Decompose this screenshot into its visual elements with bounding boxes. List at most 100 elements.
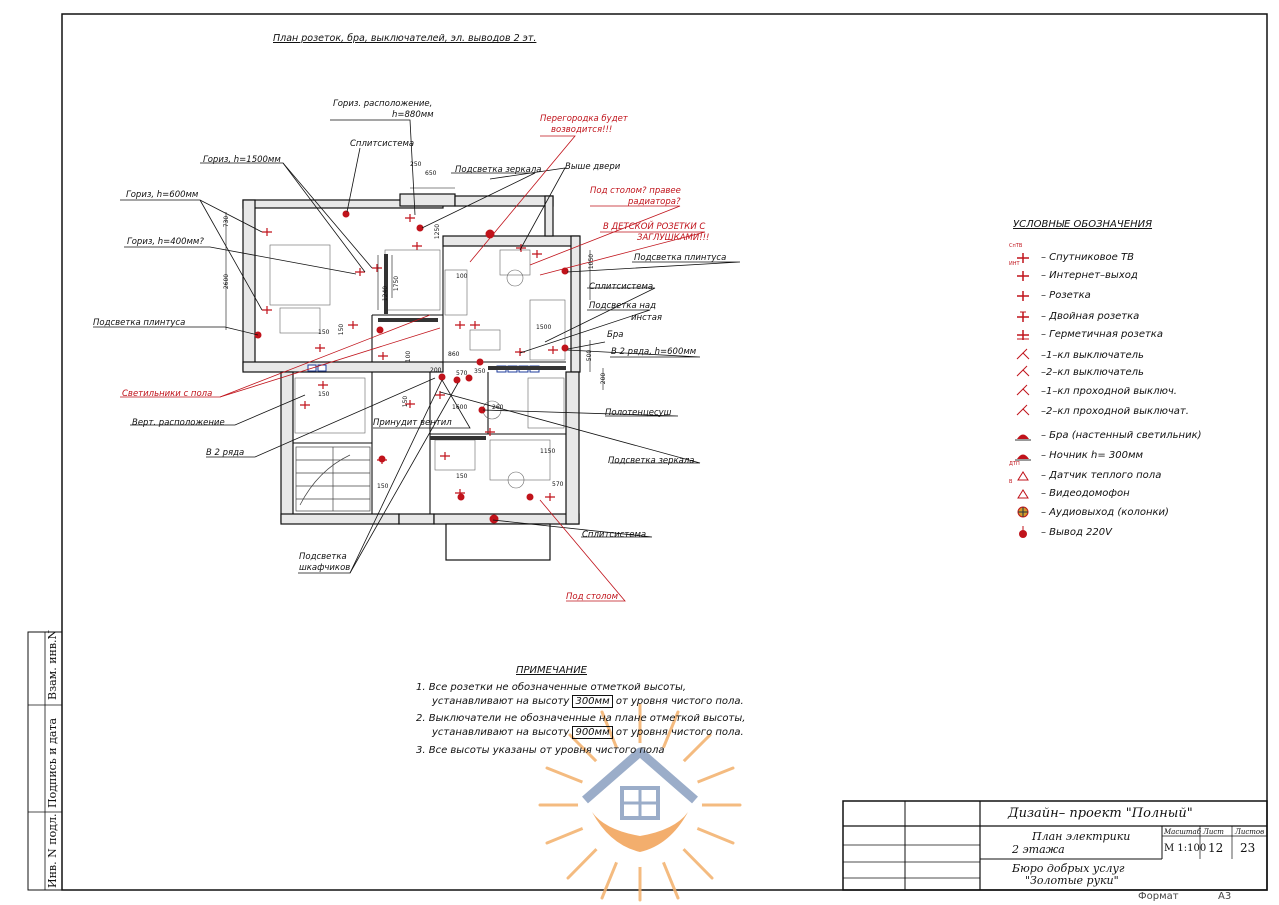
legend-item-label: – Интернет–выход: [1041, 269, 1138, 281]
sheets-total: 23: [1240, 841, 1256, 855]
label-under-table-q2: радиатора?: [628, 197, 681, 207]
note-2b: устанавливают на высоту 900мм от уровня …: [432, 726, 744, 739]
legend-item: ДТП – Датчик теплого пола: [1009, 461, 1162, 482]
dim-1240: 1240: [382, 285, 390, 302]
legend-item-label: – Бра (настенный светильник): [1041, 429, 1202, 441]
dim-200-b: 200: [430, 367, 442, 374]
title-block-frame: [842, 800, 1268, 891]
label-mirror-light-1: Подсветка зеркала: [455, 165, 542, 175]
note-1b-height: 300мм: [572, 695, 613, 708]
legend-item: – Розетка: [1013, 288, 1091, 302]
legend-item-label: –1–кл проходной выключ.: [1041, 385, 1177, 397]
note-2b-height: 900мм: [572, 726, 613, 739]
label-partition-2: возводится!!!: [551, 125, 613, 135]
label-bra: Бра: [607, 330, 624, 340]
label-cabinet-light: Подсветка: [299, 552, 347, 562]
dimension-lines: [225, 187, 604, 390]
double-outlet-icon: [1013, 309, 1033, 323]
legend-item-label: –1–кл выключатель: [1041, 349, 1144, 361]
label-horiz-600: Гориз, h=600мм: [126, 190, 199, 200]
pass-switch-2-icon: [1013, 404, 1033, 418]
note-3: 3. Все высоты указаны от уровня чистого …: [416, 745, 665, 756]
dim-860: 860: [448, 351, 460, 358]
audio-output-icon: [1013, 505, 1033, 519]
legend-item: – Ночник h= 300мм: [1013, 448, 1143, 462]
dim-1250: 1250: [434, 223, 442, 240]
dim-100-b: 100: [405, 350, 413, 363]
watermark-logo: [538, 703, 742, 902]
label-kids-outlets: В ДЕТСКОЙ РОЗЕТКИ С: [603, 222, 706, 232]
dim-570-b: 570: [552, 481, 564, 488]
sheet-number: 12: [1208, 841, 1224, 855]
dim-150-b: 150: [338, 323, 346, 336]
dim-730: 730: [223, 215, 231, 228]
format-label: Формат: [1138, 891, 1179, 902]
exterior-walls: [242, 193, 581, 561]
internet-outlet-icon: ИНТ: [1009, 261, 1033, 282]
label-plinth-light-right: Подсветка плинтуса: [634, 253, 727, 263]
label-two-rows-600: В 2 ряда, h=600мм: [611, 347, 697, 357]
legend-item-label: –2–кл выключатель: [1041, 366, 1144, 378]
label-towel-dryer: Полотенцесуш: [605, 408, 672, 418]
label-above-door: Выше двери: [565, 162, 621, 172]
legend-icon-tag: СпТВ: [1009, 243, 1023, 249]
dim-150-e: 150: [318, 391, 330, 398]
pass-switch-1-icon: [1013, 384, 1033, 398]
notes-title: ПРИМЕЧАНИЕ: [516, 665, 587, 676]
switch-2-icon: [1013, 365, 1033, 379]
stamp-replace-inv: Взам. инв.N: [46, 629, 59, 700]
scale-header: Масштаб: [1164, 828, 1201, 836]
scale-value: М 1:100: [1164, 843, 1207, 854]
sheet-name-2: 2 этажа: [1012, 843, 1065, 856]
sheet-frame: [61, 13, 1268, 891]
label-floor-lights: Светильники с пола: [122, 389, 213, 399]
dim-260: 260: [492, 404, 504, 411]
video-intercom-icon: В: [1009, 479, 1033, 500]
dim-2600: 2600: [223, 273, 231, 290]
wall-lamp-icon: [1013, 428, 1033, 442]
legend-item-label: – Аудиовыход (колонки): [1041, 506, 1169, 518]
staircase: [295, 446, 371, 512]
label-light-over: Подсветка над: [589, 301, 657, 311]
outlet-220v-icon: [1013, 525, 1033, 539]
dim-150-d: 150: [377, 483, 389, 490]
note-2: 2. Выключатели не обозначенные на плане …: [416, 713, 746, 724]
dim-500: 500: [586, 349, 594, 362]
legend-item: – Вывод 220V: [1013, 525, 1112, 539]
format-value: А3: [1218, 891, 1232, 902]
note-2b-pre: устанавливают на высоту: [432, 727, 570, 738]
dim-150-f: 150: [402, 395, 410, 408]
legend-item: – Двойная розетка: [1013, 309, 1139, 323]
label-split-2: Сплитсистема: [589, 282, 654, 292]
legend-item-label: –2–кл проходной выключат.: [1041, 405, 1189, 417]
dim-1750: 1750: [393, 275, 401, 292]
night-light-icon: [1013, 448, 1033, 462]
legend-item: –2–кл выключатель: [1013, 365, 1144, 379]
sheets-header: Листов: [1235, 828, 1265, 836]
legend-icon-tag: ДТП: [1009, 461, 1020, 467]
wall-hatch: [378, 254, 566, 440]
satellite-tv-outlet-icon: СпТВ: [1009, 243, 1033, 264]
sheet-title: План розеток, бра, выключателей, эл. выв…: [273, 33, 537, 44]
legend-item-label: – Спутниковое ТВ: [1041, 251, 1134, 263]
legend-item-label: – Двойная розетка: [1041, 310, 1140, 322]
dim-650: 650: [425, 170, 437, 177]
label-horiz-400: Гориз, h=400мм?: [127, 237, 204, 247]
legend-item: –1–кл выключатель: [1013, 348, 1144, 362]
company-name-2: "Золотые руки": [1025, 874, 1119, 887]
legend-item-label: – Датчик теплого пола: [1041, 469, 1162, 481]
label-under-table: Под столом: [566, 592, 619, 602]
leader-lines: [93, 119, 741, 574]
label-kids-outlets-2: ЗАГЛУШКАМИ!!!: [637, 233, 710, 243]
note-1b-post: от уровня чистого пола.: [615, 696, 744, 707]
label-forced-vent: Принудит вентил: [373, 418, 452, 428]
legend-item: –2–кл проходной выключат.: [1013, 404, 1189, 418]
label-horiz-880-h: h=880мм: [392, 110, 434, 120]
label-split-1: Сплитсистема: [350, 139, 415, 149]
label-under-table-q: Под столом? правее: [590, 186, 681, 196]
dim-1500: 1500: [536, 324, 552, 331]
dim-1150: 1150: [540, 448, 556, 455]
legend-item-label: – Герметичная розетка: [1041, 328, 1163, 340]
dim-150-a: 150: [318, 329, 330, 336]
legend-item: ИНТ – Интернет–выход: [1009, 261, 1138, 282]
